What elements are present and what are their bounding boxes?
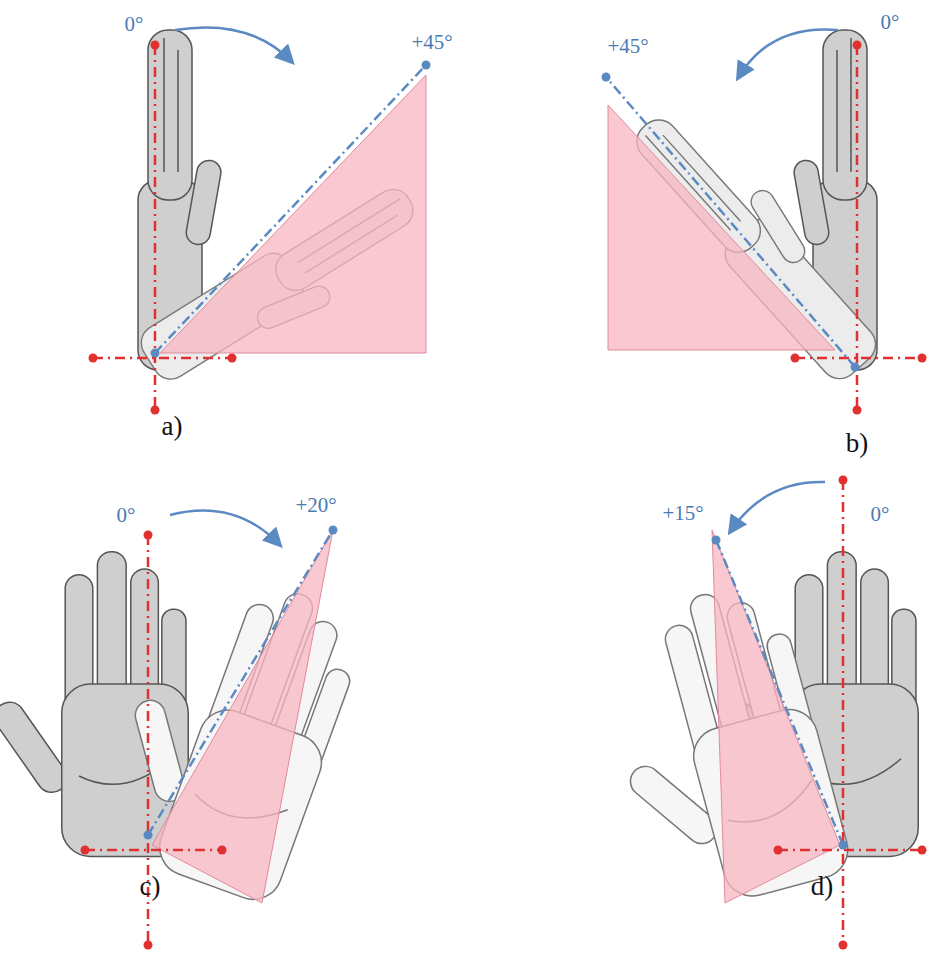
rotation-arrow xyxy=(738,29,838,78)
axis-dot xyxy=(774,846,783,855)
axis-dot xyxy=(144,531,153,540)
axis-dot xyxy=(151,406,160,415)
angle-label: +45° xyxy=(411,32,452,53)
angle-label: 0° xyxy=(125,14,144,35)
axis-dot xyxy=(853,406,862,415)
vertical-axis xyxy=(842,480,845,945)
angle-label: 0° xyxy=(881,12,900,33)
axis-dot xyxy=(81,846,90,855)
angle-wedge xyxy=(608,105,835,350)
axis-dot xyxy=(151,41,160,50)
angle-label: 0° xyxy=(117,505,136,526)
angle-dot xyxy=(839,841,848,850)
angle-dot xyxy=(602,73,611,82)
angle-label: +20° xyxy=(295,495,336,516)
panel-label: b) xyxy=(846,430,869,457)
panel-label: d) xyxy=(811,873,834,900)
angle-dot xyxy=(712,536,721,545)
angle-label: +45° xyxy=(607,36,648,57)
panel-d xyxy=(583,476,927,950)
angle-dot xyxy=(151,349,160,358)
vertical-axis xyxy=(856,45,859,410)
angle-dot xyxy=(144,831,153,840)
angle-line xyxy=(606,77,855,367)
axis-dot xyxy=(839,941,848,950)
axis-dot xyxy=(791,354,800,363)
horizontal-axis xyxy=(778,849,924,852)
panel-label: c) xyxy=(140,873,161,900)
horizontal-axis xyxy=(795,357,924,360)
rotation-arrow xyxy=(730,482,825,532)
angle-line xyxy=(155,65,426,353)
angle-line xyxy=(716,540,843,845)
axis-dot xyxy=(144,941,153,950)
angle-line xyxy=(148,530,333,835)
axis-dot xyxy=(218,846,227,855)
angle-wedge xyxy=(160,75,426,353)
axis-dot xyxy=(89,354,98,363)
panel-a xyxy=(89,27,435,414)
angle-label: +15° xyxy=(662,503,703,524)
rotation-arrow xyxy=(175,27,292,62)
angle-label: 0° xyxy=(871,504,890,525)
axis-dot xyxy=(853,41,862,50)
axis-dot xyxy=(228,354,237,363)
axis-dot xyxy=(918,354,927,363)
angle-wedge xyxy=(712,530,840,903)
axis-dot xyxy=(918,846,927,855)
panel-b xyxy=(602,29,927,414)
horizontal-axis xyxy=(85,849,222,852)
angle-dot xyxy=(422,61,431,70)
angle-dot xyxy=(329,526,338,535)
horizontal-axis xyxy=(93,357,232,360)
angle-dot xyxy=(851,363,860,372)
axis-dot xyxy=(839,476,848,485)
rotation-arrow xyxy=(170,510,280,545)
panel-c xyxy=(0,510,375,949)
angle-wedge xyxy=(152,530,333,903)
panel-label: a) xyxy=(162,413,183,440)
